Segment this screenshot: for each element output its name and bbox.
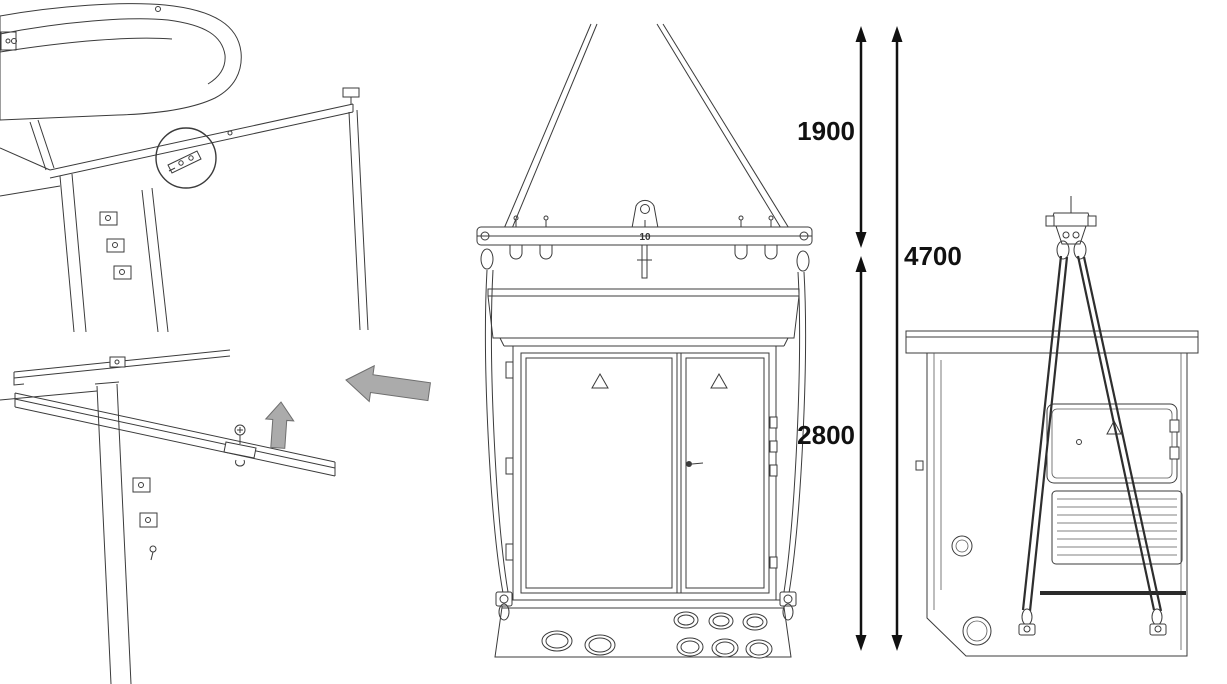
front-lifting-view: 10 [476,23,813,659]
dimension-label-1900: 1900 [797,116,855,146]
vent-louver-panel [1051,490,1183,565]
support-rail [49,103,354,171]
shackle-icon [509,245,523,260]
latch-icon [769,416,778,429]
hinge-icon [505,543,514,561]
screw-icon [155,6,161,12]
dimension-total-height: 4700 [891,26,962,651]
spreader-beam: 10 [476,215,813,279]
cap-icon [951,535,973,557]
side-slings [484,269,807,594]
latch-icon [1169,419,1180,433]
detail-view-corner-bracket [0,3,369,333]
removable-rail [14,392,336,477]
latch-icon [769,464,778,477]
latch-icon [769,556,778,569]
side-lifting-view [905,196,1199,657]
clamp-bolt [223,424,257,467]
hinge-icon [505,361,514,379]
lifting-straps [1021,255,1163,612]
cable-entry-covers [541,611,773,659]
end-ring-icon [480,248,494,270]
dimension-label-4700: 4700 [904,241,962,271]
door-handle [686,461,692,467]
detail-callout-circle [155,127,217,189]
side-handle [915,460,924,471]
warning-triangle-icon [591,372,609,389]
hinge-stack [132,477,158,561]
latch-icon [769,440,778,453]
latch-icon [1169,446,1180,460]
lifting-slings-top [499,23,796,239]
cabinet-body-front [505,345,778,601]
beam-marking-label: 10 [639,232,651,243]
warning-triangle-icon [710,372,728,389]
cabinet-canopy [487,288,800,347]
dimension-annotations: 1900 2800 4700 [797,26,962,651]
slide-left-arrow [345,364,431,403]
end-ring-icon [796,250,810,272]
hinge-stack [99,211,132,280]
dimension-sling-height: 1900 [797,26,867,248]
shackle-icon [734,245,748,260]
lifting-eye [631,199,659,229]
shackle-icon [539,245,553,260]
corner-fitting [0,31,17,51]
gland-icon [962,616,992,646]
warning-triangle-icon [1106,419,1122,435]
cabinet-base [494,599,792,659]
crane-hook-assembly [1045,196,1097,260]
dimension-label-2800: 2800 [797,420,855,450]
detail-view-rail-removal [0,349,431,684]
strap-hooks [1018,608,1167,636]
lift-up-arrow [264,401,295,449]
shackle-icon [764,245,778,260]
dimension-cabinet-height: 2800 [797,256,867,651]
screw-icon [227,130,233,136]
lifting-lugs [495,591,797,621]
hinge-icon [505,457,514,475]
